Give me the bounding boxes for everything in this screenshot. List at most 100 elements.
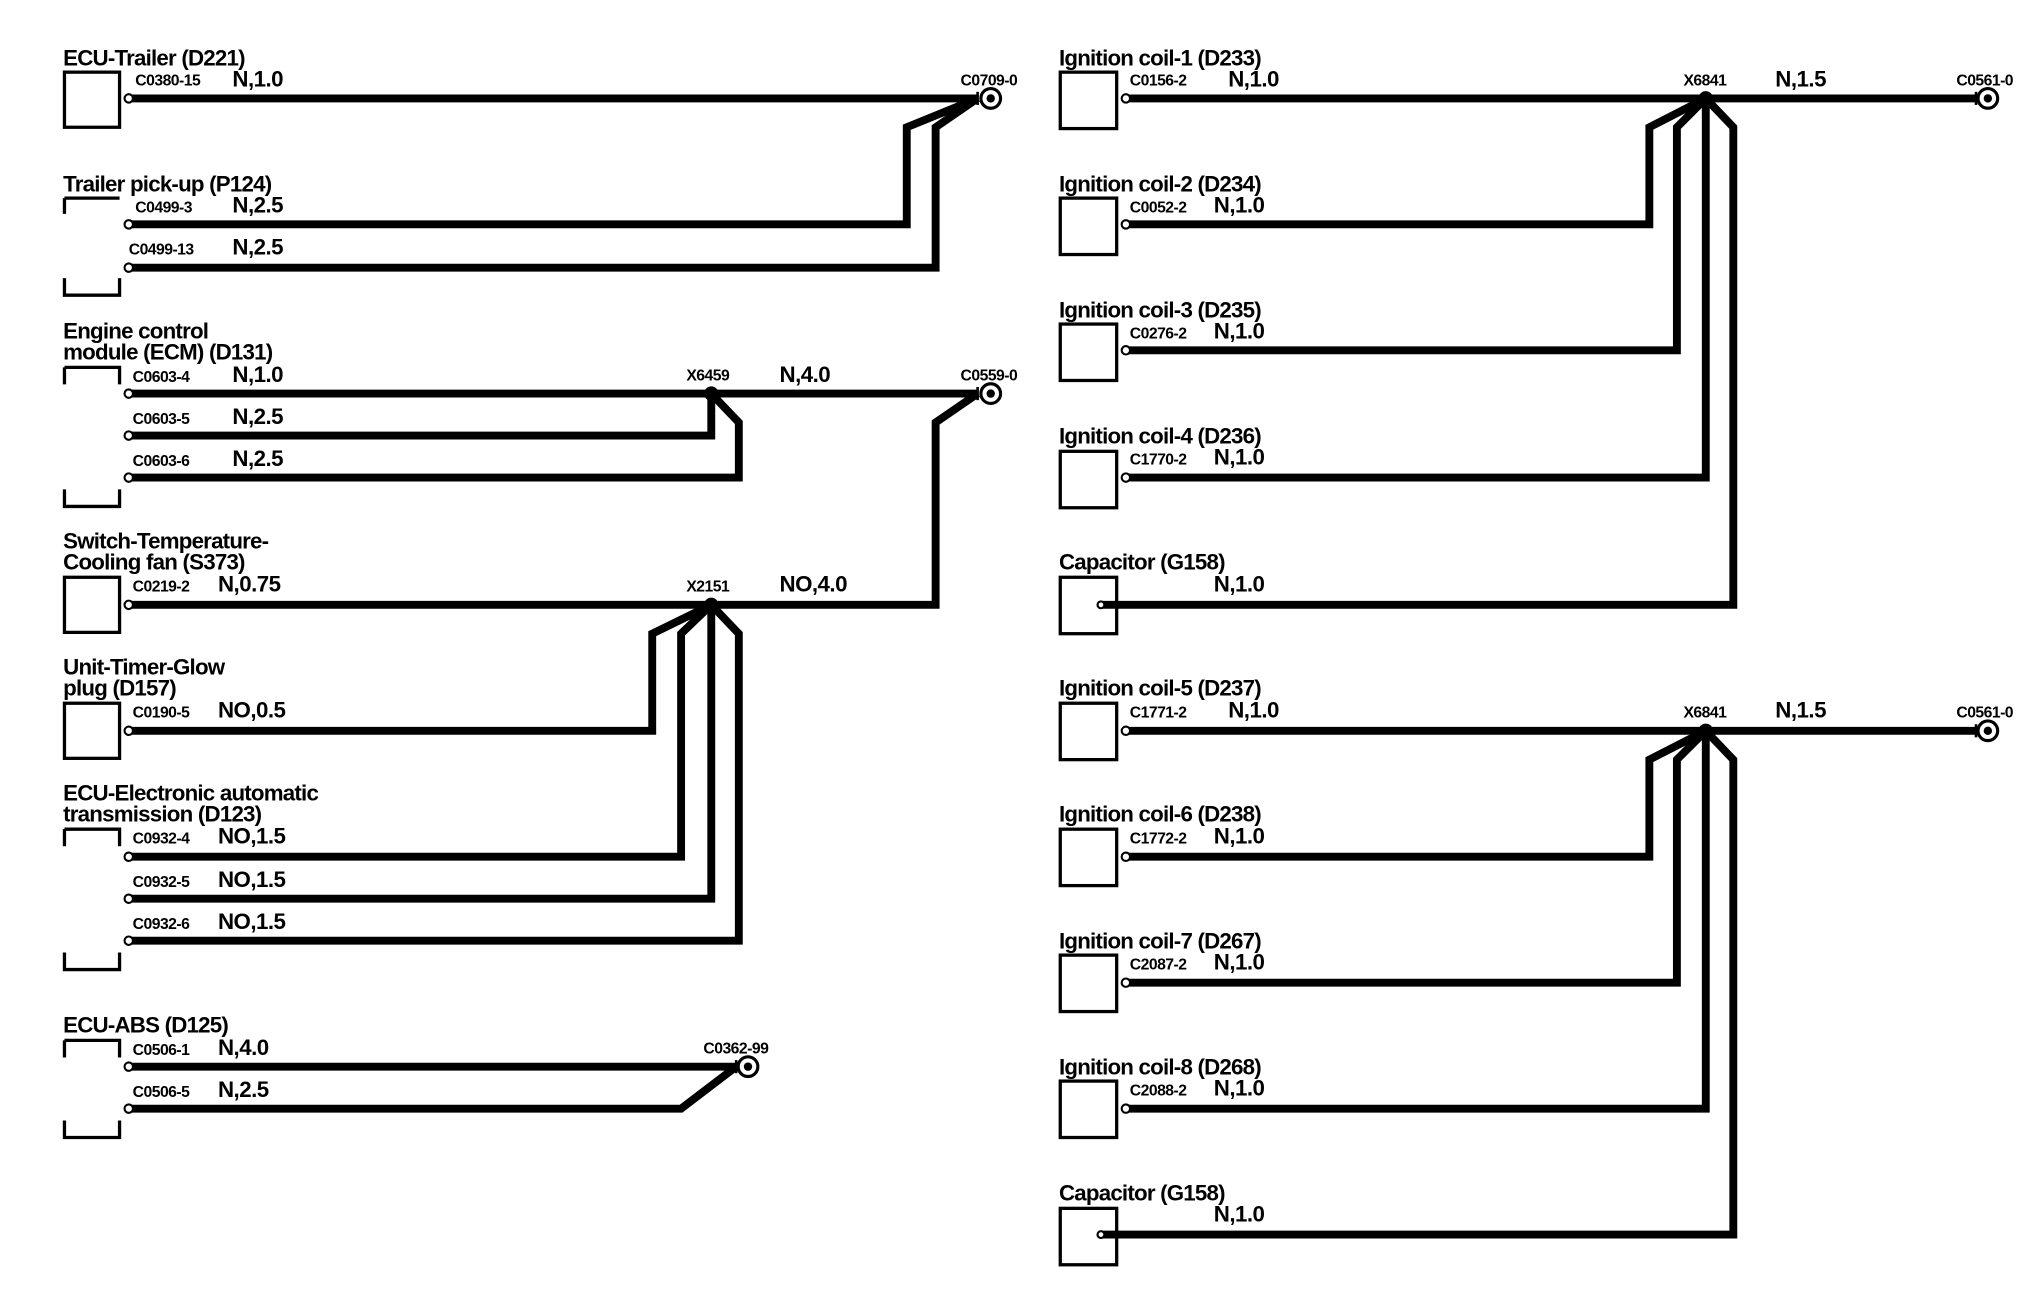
component-ignition-coil-3[interactable]: Ignition coil-3 (D235) C0276-2 N,1.0: [1058, 298, 1265, 383]
wire: [128, 602, 743, 945]
wire: [1125, 730, 1710, 1113]
component-switch-temperature[interactable]: Switch-Temperature- Cooling fan (S373) C…: [62, 528, 281, 635]
component-title: Switch-Temperature-: [63, 528, 269, 553]
pin-label: C0506-1: [133, 1042, 190, 1059]
component-title: module (ECM) (D131): [63, 339, 273, 364]
pin-contact: [123, 893, 134, 904]
pin-contact: [1120, 977, 1132, 988]
ground-c0561-0-upper[interactable]: C0561-0: [1956, 72, 2014, 110]
component-ignition-coil-6[interactable]: Ignition coil-6 (D238) C1772-2 N,1.0: [1058, 801, 1265, 888]
component-title: transmission (D123): [63, 801, 262, 826]
connector-box: [1058, 322, 1119, 383]
component-ignition-coil-8[interactable]: Ignition coil-8 (D268) C2088-2 N,1.0: [1058, 1055, 1265, 1140]
pin-contact: [123, 1061, 134, 1072]
component-ignition-coil-1[interactable]: Ignition coil-1 (D233) C0156-2 N,1.0: [1058, 46, 1280, 131]
pin-label: C0499-13: [129, 242, 195, 259]
pin-label: C0932-4: [133, 831, 190, 848]
component-title: Ignition coil-6 (D238): [1059, 801, 1261, 826]
pin-label: C0499-3: [135, 200, 192, 217]
component-ecu-trailer[interactable]: ECU-Trailer (D221) C0380-15 N,1.0: [62, 46, 284, 129]
component-ignition-coil-7[interactable]: Ignition coil-7 (D267) C2087-2 N,1.0: [1058, 929, 1265, 1014]
component-ecu-eat[interactable]: ECU-Electronic automatic transmission (D…: [62, 780, 319, 972]
component-title: Ignition coil-5 (D237): [1059, 675, 1261, 700]
connector-box: [1058, 70, 1119, 131]
wire: [128, 601, 714, 735]
wire-spec: N,1.0: [1214, 318, 1265, 343]
splice-dot: [1698, 723, 1713, 738]
wire: [1125, 94, 1708, 229]
ground-c0559-0[interactable]: C0559-0: [961, 367, 1019, 406]
wire-spec: N,0.75: [218, 572, 281, 597]
pin-label: C2088-2: [1130, 1083, 1187, 1100]
wire-spec: N,1.5: [1775, 698, 1826, 723]
wire: [128, 601, 714, 861]
ground-center: [1983, 94, 1993, 103]
wire-spec: N,4.0: [779, 362, 830, 387]
wire: [1100, 728, 1738, 1239]
ground-c0362-99[interactable]: C0362-99: [703, 1041, 770, 1079]
component-title: Capacitor (G158): [1059, 549, 1225, 574]
wire: [1100, 95, 1738, 609]
component-unit-timer-glow[interactable]: Unit-Timer-Glow plug (D157) C0190-5 NO,0…: [62, 654, 286, 760]
component-title: Ignition coil-7 (D267): [1059, 929, 1261, 954]
pin-contact: [1120, 725, 1132, 737]
splice-x6459[interactable]: X6459 N,4.0: [686, 362, 831, 401]
splice-x6841-upper[interactable]: X6841 N,1.5: [1683, 67, 1827, 106]
wire: [1125, 95, 1709, 355]
connector-box: [62, 701, 122, 760]
wire-spec: N,2.5: [232, 235, 283, 260]
wire: [128, 95, 980, 272]
wire-spec: N,2.5: [232, 446, 283, 471]
wire: [128, 393, 716, 440]
component-title: ECU-Trailer (D221): [63, 46, 245, 71]
splice-x6841-lower[interactable]: X6841 N,1.5: [1683, 698, 1827, 738]
component-trailer-pickup[interactable]: Trailer pick-up (P124) C0499-3 N,2.5 C04…: [62, 172, 284, 297]
wire-spec: N,1.0: [1228, 698, 1279, 723]
pin-contact: [1120, 472, 1132, 483]
component-capacitor-1[interactable]: Capacitor (G158) N,1.0: [1058, 549, 1265, 636]
pin-contact: [1120, 1103, 1132, 1114]
ground-c0561-0-lower[interactable]: C0561-0: [1956, 705, 2014, 743]
connector-box: [1058, 701, 1119, 762]
pin-label: C0190-5: [133, 705, 190, 722]
wire-spec: NO,4.0: [779, 572, 847, 597]
component-title: Ignition coil-2 (D234): [1059, 172, 1261, 197]
pin-label: C1772-2: [1130, 831, 1187, 848]
component-title: ECU-ABS (D125): [63, 1013, 228, 1038]
pin-contact: [1120, 345, 1132, 356]
component-ignition-coil-4[interactable]: Ignition coil-4 (D236) C1770-2 N,1.0: [1058, 423, 1265, 510]
component-title: Ignition coil-4 (D236): [1059, 423, 1261, 448]
ground-center: [743, 1062, 753, 1071]
component-ignition-coil-2[interactable]: Ignition coil-2 (D234) C0052-2 N,1.0: [1058, 172, 1265, 257]
connector-box: [1058, 953, 1119, 1014]
wire-spec: N,1.0: [1228, 67, 1279, 92]
wire-spec: N,1.0: [232, 67, 283, 92]
component-title: Capacitor (G158): [1059, 1180, 1225, 1205]
pin-label: C0219-2: [133, 579, 190, 596]
wire-spec: NO,1.5: [218, 867, 286, 892]
component-ecu-abs[interactable]: ECU-ABS (D125) C0506-1 N,4.0 C0506-5 N,2…: [62, 1013, 269, 1140]
ground-c0709-0[interactable]: C0709-0: [961, 72, 1019, 110]
pin-contact: [123, 472, 134, 483]
component-capacitor-2[interactable]: Capacitor (G158) N,1.0: [1058, 1180, 1265, 1267]
wire-spec: N,2.5: [218, 1077, 269, 1102]
connector-box: [62, 1038, 122, 1140]
component-ignition-coil-5[interactable]: Ignition coil-5 (D237) C1771-2 N,1.0: [1058, 675, 1280, 762]
splice-dot: [704, 597, 719, 613]
pin-label: C0603-6: [133, 453, 190, 470]
connector-box: [62, 70, 122, 129]
wire-spec: N,1.0: [232, 362, 283, 387]
component-ecm[interactable]: Engine control module (ECM) (D131) C0603…: [62, 318, 284, 509]
connector-box: [62, 575, 122, 635]
component-title: Ignition coil-3 (D235): [1059, 298, 1261, 323]
wire-spec: NO,1.5: [218, 909, 286, 934]
pin-label: C0156-2: [1130, 72, 1187, 89]
pin-label: C2087-2: [1130, 957, 1187, 974]
wire-spec: N,1.0: [1214, 1076, 1265, 1101]
wire-spec: N,1.0: [1214, 572, 1265, 597]
connector-box: [1058, 575, 1119, 636]
splice-x2151[interactable]: X2151 NO,4.0: [686, 572, 848, 613]
wire: [1125, 728, 1709, 987]
splice-label: X2151: [686, 579, 730, 596]
splice-dot: [704, 386, 719, 401]
